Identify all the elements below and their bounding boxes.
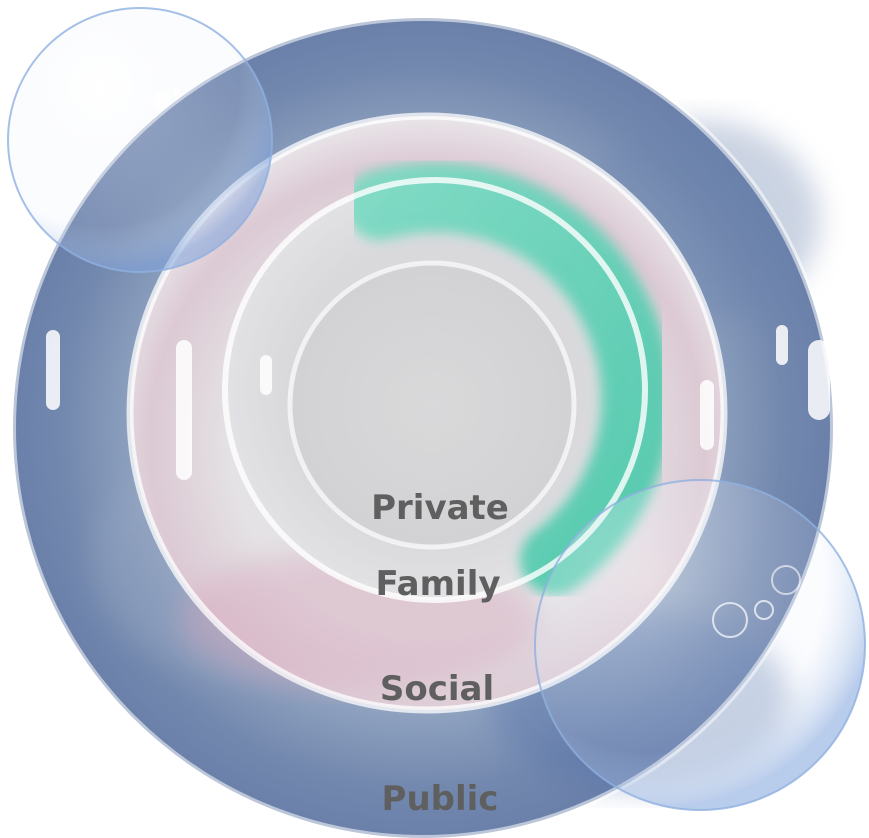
bubble-top-left [7, 7, 273, 273]
label-family: Family [375, 564, 500, 604]
bubble-bottom-right [534, 479, 866, 811]
private-core [287, 260, 577, 550]
label-social: Social [380, 669, 494, 709]
label-public: Public [382, 779, 499, 819]
label-private: Private [371, 488, 509, 528]
glass-highlights [46, 325, 830, 480]
